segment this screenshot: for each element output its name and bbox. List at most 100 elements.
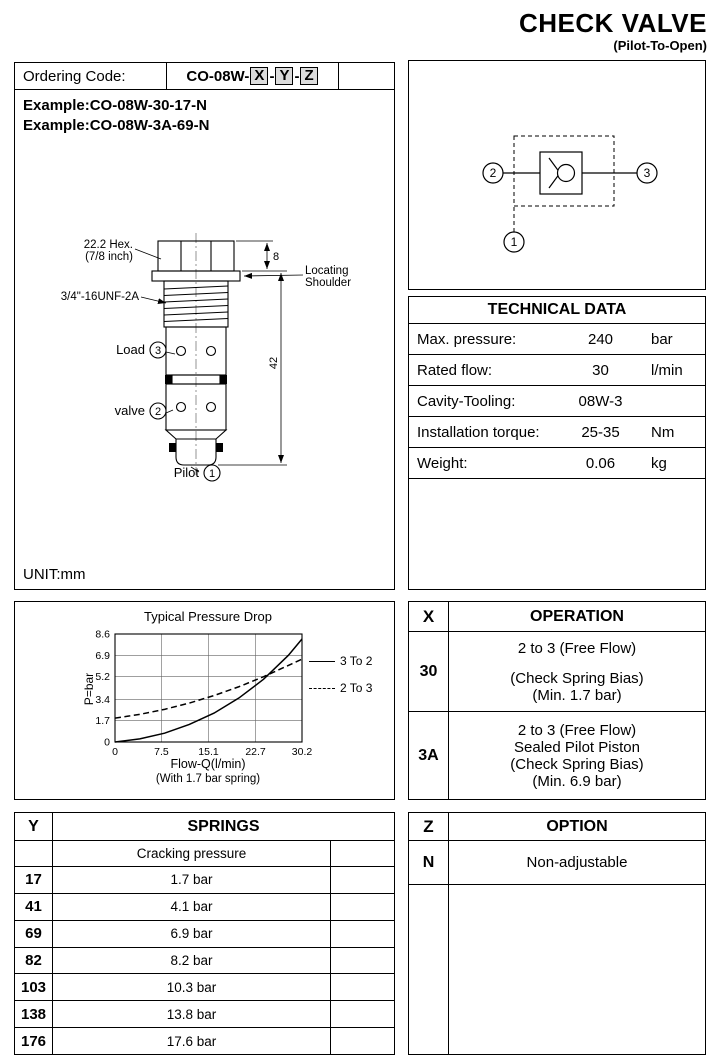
unit-note: UNIT:mm: [23, 566, 86, 583]
port-3-number: 3: [155, 345, 161, 357]
spring-code: 138: [15, 1001, 53, 1028]
springs-section: Y SPRINGS Cracking pressure 17 1.7 bar 4…: [14, 812, 395, 1055]
operation-line: (Check Spring Bias): [510, 755, 644, 773]
load-port-hole: [175, 345, 187, 357]
technical-data-value: 08W-3: [578, 392, 623, 410]
hex-size-label2: (7/8 inch): [85, 251, 133, 263]
empty-cell: [331, 867, 394, 893]
empty-cell: [331, 894, 394, 920]
port-1-circle: [503, 231, 525, 253]
operation-code: 3A: [409, 712, 449, 799]
example-line: Example:CO-08W-30-17-N: [23, 97, 207, 114]
operation-line: (Min. 6.9 bar): [532, 772, 622, 790]
svg-text:0: 0: [112, 746, 118, 758]
technical-data-unit: bar: [651, 330, 673, 348]
technical-data-section: TECHNICAL DATA Max. pressure: 240 bar Ra…: [408, 296, 706, 590]
code-z-placeholder: Z: [300, 67, 318, 85]
empty-cell: [331, 1028, 394, 1054]
empty-cell: [331, 974, 394, 1000]
hex-size-label: 22.2 Hex.: [84, 239, 133, 251]
legend-item: 3 To 2: [309, 654, 372, 668]
table-row: 3A 2 to 3 (Free Flow) Sealed Pilot Pisto…: [409, 712, 705, 799]
svg-text:8.6: 8.6: [95, 629, 110, 641]
technical-data-label: Max. pressure:: [417, 330, 517, 348]
operation-line: Sealed Pilot Piston: [514, 738, 640, 756]
ordering-code-label: Ordering Code:: [15, 63, 167, 89]
spring-code: 69: [15, 920, 53, 947]
operation-code: 30: [409, 632, 449, 711]
springs-header: Y SPRINGS: [15, 813, 394, 841]
page-title: CHECK VALVE: [519, 8, 707, 38]
load-label: Load: [116, 342, 145, 357]
valve-port-hole: [205, 401, 217, 413]
table-row: 103 10.3 bar: [15, 974, 394, 1002]
technical-data-value: 25-35: [581, 423, 620, 441]
empty-cell: [331, 1001, 394, 1027]
option-section: Z OPTION N Non-adjustable: [408, 812, 706, 1055]
operation-line: 2 to 3 (Free Flow): [517, 721, 637, 739]
operation-description: 2 to 3 (Free Flow) Sealed Pilot Piston (…: [449, 712, 705, 799]
table-row: Rated flow: 30 l/min: [409, 355, 705, 386]
symbol-section: 2 3 1: [408, 60, 706, 290]
spring-value: 4.1 bar: [53, 893, 331, 920]
pilot-leader-line: [190, 466, 200, 473]
empty-cell: [331, 841, 394, 866]
technical-data-unit: Nm: [651, 423, 675, 441]
port-1-circle: [203, 464, 221, 482]
port-1-number: 1: [511, 235, 518, 249]
svg-text:1.7: 1.7: [95, 715, 110, 727]
table-row: Weight: 0.06 kg: [409, 448, 705, 479]
legend-label: 3 To 2: [340, 654, 373, 668]
technical-data-unit: l/min: [651, 361, 683, 379]
spring-value: 13.8 bar: [53, 1001, 331, 1028]
table-row: 41 4.1 bar: [15, 893, 394, 921]
spring-value: 1.7 bar: [53, 867, 331, 893]
load-port-hole: [205, 345, 217, 357]
chart-legend: 3 To 2 2 To 3: [309, 654, 372, 708]
ordering-code-value: CO-08W-X-Y-Z: [167, 63, 339, 89]
table-row: Max. pressure: 240 bar: [409, 324, 705, 355]
example-line: Example:CO-08W-3A-69-N: [23, 117, 210, 134]
option-title: OPTION: [546, 817, 608, 835]
technical-data-label: Weight:: [417, 454, 468, 472]
shoulder-label1: Locating: [305, 265, 348, 277]
code-separator: -: [294, 67, 300, 85]
load-leader-line: [165, 351, 176, 355]
technical-data-label: Installation torque:: [417, 423, 540, 441]
operation-line: (Min. 1.7 bar): [532, 686, 622, 704]
table-row: 17 1.7 bar: [15, 867, 394, 894]
ordering-code-row: Ordering Code: CO-08W-X-Y-Z: [15, 63, 394, 90]
oring-seal: [169, 443, 176, 452]
port-3-circle: [149, 341, 167, 359]
legend-label: 2 To 3: [340, 681, 373, 695]
empty-cell: [331, 948, 394, 974]
oring-seal: [220, 375, 227, 384]
thread-leader-line: [140, 296, 167, 305]
valve-label: valve: [115, 403, 145, 418]
port-2-number: 2: [490, 166, 497, 180]
table-row: Cavity-Tooling: 08W-3: [409, 386, 705, 417]
table-row: Installation torque: 25-35 Nm: [409, 417, 705, 448]
ordering-section: Ordering Code: CO-08W-X-Y-Z Example:CO-0…: [14, 62, 395, 590]
springs-title: SPRINGS: [187, 817, 260, 835]
technical-data-value: 30: [592, 361, 609, 379]
technical-data-value: 0.06: [585, 454, 616, 472]
spring-value: 6.9 bar: [53, 920, 331, 947]
chart-y-axis-label: P=bar: [82, 672, 96, 706]
pilot-nose: [175, 438, 217, 466]
port-3-circle: [636, 162, 658, 184]
dimension-8-label: 8: [273, 251, 279, 263]
option-value: Non-adjustable: [526, 854, 628, 871]
hydraulic-symbol: 2 3 1: [482, 135, 658, 253]
table-row: N Non-adjustable: [409, 841, 705, 885]
spring-code: 17: [15, 867, 53, 893]
port-2-circle: [482, 162, 504, 184]
operation-code-column-header: X: [409, 602, 449, 631]
spring-value: 10.3 bar: [53, 974, 331, 1001]
port-1-number: 1: [209, 468, 215, 480]
thread-spec-label: 3/4"-16UNF-2A: [61, 291, 140, 303]
operation-header: X OPERATION: [409, 602, 705, 632]
table-row: 30 2 to 3 (Free Flow) (Check Spring Bias…: [409, 632, 705, 712]
code-prefix: CO-08W-: [186, 67, 250, 85]
